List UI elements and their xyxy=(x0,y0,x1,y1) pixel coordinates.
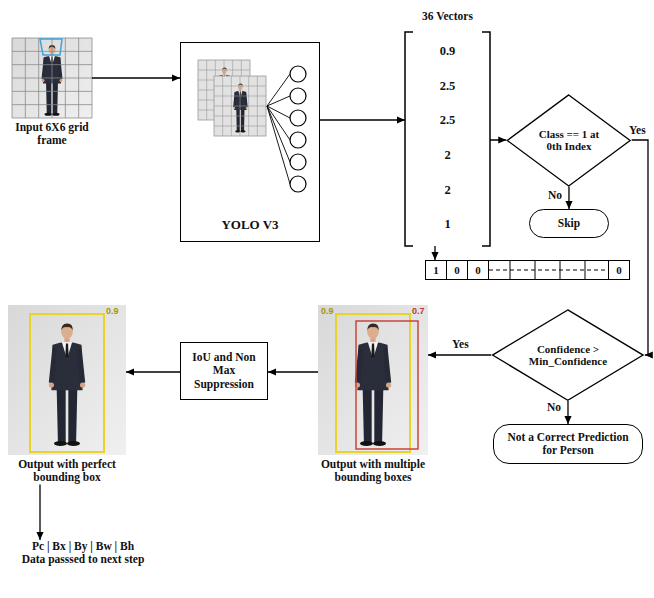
input-frame: Input 6X6 grid frame xyxy=(12,38,92,147)
connector xyxy=(565,186,572,209)
vector-bracket: 36 Vectors 0.9 2.5 2.5 2 2 1 xyxy=(405,10,490,246)
vector-value: 2.5 xyxy=(440,79,456,93)
decision-diamond: Confidence > Min_Confidence xyxy=(491,309,645,401)
output-text-line: Pc | Bx | By | Bw | Bh xyxy=(8,540,158,553)
connector xyxy=(126,368,180,375)
output-text-line: Data passsed to next step xyxy=(8,553,158,566)
box-label: Not a Correct Prediction for Person xyxy=(500,431,636,457)
image-area xyxy=(12,38,92,118)
connector xyxy=(320,116,405,123)
one-hot-vector: 1000 xyxy=(425,260,630,280)
vector-value: 2 xyxy=(444,148,450,162)
connector xyxy=(431,246,438,260)
arrowhead xyxy=(126,368,134,375)
diamond-text: Confidence > Min_Confidence xyxy=(523,343,613,367)
connector-line xyxy=(126,371,180,372)
arrowhead xyxy=(172,74,180,81)
vector-cell: 1 xyxy=(426,261,447,279)
image-area xyxy=(8,305,126,455)
score-label: 0.7 xyxy=(412,306,425,316)
connector xyxy=(428,351,491,358)
diamond-shape xyxy=(493,310,644,400)
edge-label: No xyxy=(546,401,562,414)
arrowhead xyxy=(428,351,436,358)
connector xyxy=(268,368,318,375)
vector-value: 2.5 xyxy=(440,113,456,127)
connector xyxy=(92,74,180,81)
diamond-text: Class == 1 at 0th Index xyxy=(533,128,605,152)
arrowhead xyxy=(36,532,43,540)
arrowhead xyxy=(397,116,405,123)
output-image: Output with multiple bounding boxes xyxy=(318,305,428,484)
decision-label: Confidence > Min_Confidence xyxy=(523,343,613,367)
edge-label: Yes xyxy=(451,338,470,351)
arrowhead xyxy=(431,252,438,260)
arrowhead xyxy=(565,201,572,209)
caption: Output with multiple bounding boxes xyxy=(318,458,428,484)
vector-value: 2 xyxy=(444,183,450,197)
caption: Output with perfect bounding box xyxy=(8,458,126,484)
box-label: IoU and Non Max Suppression xyxy=(187,351,261,391)
caption: Input 6X6 grid frame xyxy=(12,121,92,147)
process-box: IoU and Non Max Suppression xyxy=(180,342,268,400)
vector-value: 1 xyxy=(444,217,450,231)
connector-line xyxy=(320,119,405,120)
arrowhead xyxy=(564,416,571,424)
connector-line xyxy=(428,354,491,355)
vector-values: 0.9 2.5 2.5 2 2 1 xyxy=(405,34,490,242)
box-label: Skip xyxy=(558,217,580,230)
connector xyxy=(490,136,506,143)
arrowhead xyxy=(498,136,506,143)
terminal-box: Skip xyxy=(529,209,609,238)
image-area xyxy=(318,305,428,455)
decision-label: Class == 1 at 0th Index xyxy=(533,128,605,152)
vector-heading: 36 Vectors xyxy=(405,10,490,23)
output-image: Output with perfect bounding box xyxy=(8,305,126,484)
connector-line xyxy=(632,140,648,355)
model-box: YOLO V3 xyxy=(180,42,320,242)
connector xyxy=(564,401,571,424)
connector-line xyxy=(92,77,180,78)
terminal-box: Not a Correct Prediction for Person xyxy=(493,424,643,464)
arrowhead xyxy=(645,351,653,358)
vector-cell: 0 xyxy=(447,261,468,279)
connector xyxy=(632,140,653,359)
vector-cell: 0 xyxy=(468,261,489,279)
edge-label: Yes xyxy=(628,124,647,137)
connector-line xyxy=(39,484,40,540)
vector-value: 0.9 xyxy=(440,44,456,58)
edge-label: No xyxy=(547,189,563,202)
output-text: Pc | Bx | By | Bw | BhData passsed to ne… xyxy=(8,540,158,566)
diamond-shape xyxy=(508,94,631,185)
dashed-cells xyxy=(489,261,609,279)
box-label: YOLO V3 xyxy=(221,218,278,233)
score-label: 0.9 xyxy=(321,306,334,316)
arrowhead xyxy=(268,368,276,375)
score-label: 0.9 xyxy=(106,306,119,316)
decision-diamond: Class == 1 at 0th Index xyxy=(506,94,631,187)
connector xyxy=(36,484,43,540)
vector-cell: 0 xyxy=(609,261,629,279)
